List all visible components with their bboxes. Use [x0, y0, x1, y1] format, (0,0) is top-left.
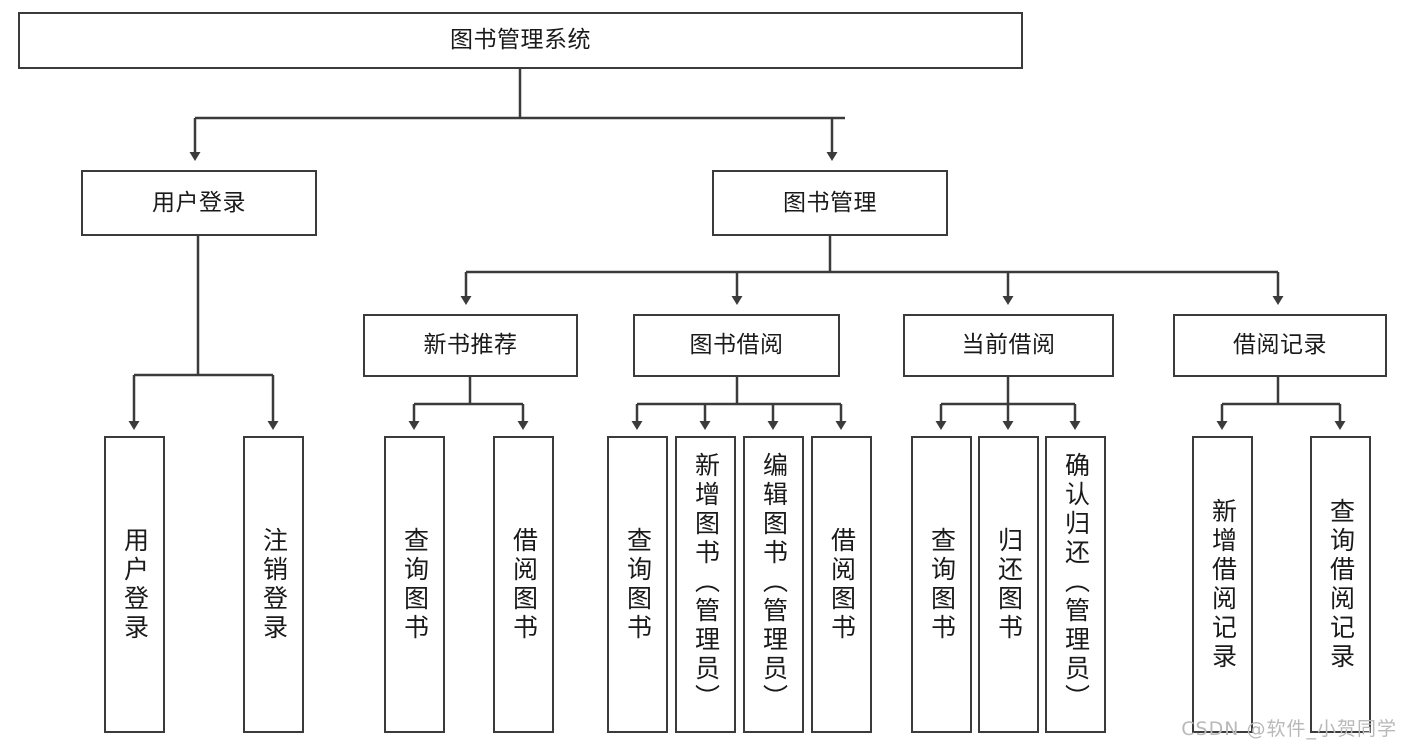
node-leaf-borrow-edit-book[interactable]: 编辑图书（管理员）	[743, 436, 804, 733]
node-leaf-rec-borrow-book[interactable]: 借阅图书	[493, 436, 554, 733]
watermark: CSDN @软件_小贺同学	[1181, 718, 1397, 740]
node-book-borrow[interactable]: 图书借阅	[633, 314, 840, 377]
node-current-borrow-label: 当前借阅	[961, 332, 1056, 359]
node-leaf-borrow-add-book[interactable]: 新增图书（管理员）	[675, 436, 736, 733]
node-leaf-rec-query-book-label: 查询图书	[400, 526, 430, 643]
node-root-label: 图书管理系统	[450, 27, 591, 54]
node-leaf-rec-borrow-book-label: 借阅图书	[509, 526, 539, 643]
node-book-borrow-label: 图书借阅	[689, 332, 784, 359]
node-borrow-record[interactable]: 借阅记录	[1173, 314, 1387, 377]
node-leaf-borrow-edit-book-label: 编辑图书（管理员）	[759, 452, 789, 713]
node-leaf-cur-confirm-return[interactable]: 确认归还（管理员）	[1045, 436, 1106, 733]
node-leaf-rec-add-record-label: 新增借阅记录	[1208, 497, 1238, 672]
node-leaf-cur-query-book-label: 查询图书	[927, 526, 957, 643]
node-leaf-borrow-query-book[interactable]: 查询图书	[607, 436, 668, 733]
node-leaf-borrow-borrow-book[interactable]: 借阅图书	[811, 436, 872, 733]
node-leaf-user-login-label: 用户登录	[120, 526, 150, 643]
node-leaf-rec-query-record-label: 查询借阅记录	[1326, 497, 1356, 672]
node-leaf-user-login[interactable]: 用户登录	[104, 436, 165, 733]
node-leaf-rec-add-record[interactable]: 新增借阅记录	[1192, 436, 1253, 733]
node-current-borrow[interactable]: 当前借阅	[903, 314, 1114, 377]
node-user-login-label: 用户登录	[152, 189, 246, 216]
node-leaf-rec-query-book[interactable]: 查询图书	[384, 436, 445, 733]
node-root[interactable]: 图书管理系统	[18, 12, 1023, 69]
node-leaf-borrow-query-book-label: 查询图书	[623, 526, 653, 643]
node-new-book-rec-label: 新书推荐	[423, 332, 518, 359]
node-new-book-rec[interactable]: 新书推荐	[363, 314, 578, 377]
node-leaf-user-logout-label: 注销登录	[259, 526, 289, 643]
node-leaf-cur-return-book-label: 归还图书	[994, 526, 1024, 643]
node-book-manage-label: 图书管理	[783, 189, 877, 216]
node-book-manage[interactable]: 图书管理	[712, 170, 948, 236]
node-leaf-cur-return-book[interactable]: 归还图书	[978, 436, 1039, 733]
node-borrow-record-label: 借阅记录	[1233, 332, 1327, 359]
node-leaf-borrow-borrow-book-label: 借阅图书	[827, 526, 857, 643]
node-leaf-user-logout[interactable]: 注销登录	[243, 436, 304, 733]
node-leaf-borrow-add-book-label: 新增图书（管理员）	[691, 452, 721, 713]
node-user-login[interactable]: 用户登录	[81, 170, 317, 236]
node-leaf-rec-query-record[interactable]: 查询借阅记录	[1310, 436, 1371, 733]
node-leaf-cur-query-book[interactable]: 查询图书	[911, 436, 972, 733]
node-leaf-cur-confirm-return-label: 确认归还（管理员）	[1061, 452, 1091, 713]
